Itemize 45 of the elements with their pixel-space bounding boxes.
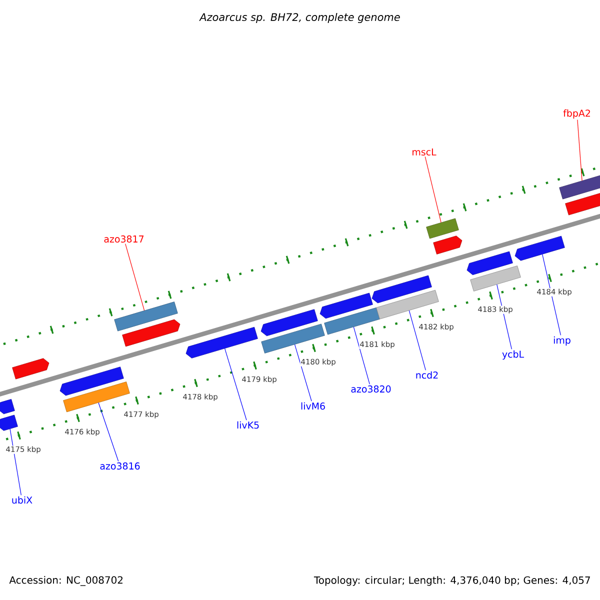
gene-box xyxy=(114,302,178,332)
gene-label: mscL xyxy=(412,148,436,156)
gene-box xyxy=(559,174,600,200)
genome-info-text: Topology: circular; Length: 4,376,040 bp; Genes: 4,057 xyxy=(314,576,590,586)
gene-label: ncd2 xyxy=(416,371,438,379)
gene-label: imp xyxy=(554,336,570,346)
gene-block xyxy=(372,275,432,304)
leader-line xyxy=(224,348,247,420)
accession-text: Accession: NC_008702 xyxy=(9,576,122,586)
gene-box xyxy=(376,290,439,320)
gene-block xyxy=(260,309,318,336)
gene-block xyxy=(0,414,18,431)
gene-block xyxy=(122,319,180,347)
gene-label: fbpA2 xyxy=(563,109,590,119)
leader-line xyxy=(542,254,561,336)
leader-line xyxy=(294,344,312,402)
leader-line xyxy=(98,402,119,462)
gene-label: livM6 xyxy=(301,402,325,410)
leader-line xyxy=(424,156,442,223)
gene-block xyxy=(320,292,373,319)
gene-block xyxy=(565,192,600,216)
gene-box xyxy=(63,382,130,412)
gene-label: azo3817 xyxy=(104,235,144,243)
gene-label: livK5 xyxy=(237,421,259,429)
leader-line xyxy=(125,243,145,311)
gene-box xyxy=(261,324,325,354)
gene-box xyxy=(324,307,380,335)
gene-label: ubiX xyxy=(12,496,32,504)
leader-line xyxy=(496,284,512,350)
gene-label: azo3820 xyxy=(351,385,391,393)
leader-line xyxy=(408,310,426,370)
leader-line xyxy=(577,119,582,181)
gene-box xyxy=(470,266,521,292)
gene-block xyxy=(60,366,124,396)
leader-line xyxy=(353,326,370,385)
gene-block xyxy=(186,326,258,358)
gene-block xyxy=(466,251,513,276)
gene-label: ycbL xyxy=(502,350,524,360)
gene-block xyxy=(433,236,462,254)
title: Azoarcus sp. BH72, complete genome xyxy=(199,12,400,24)
gene-box xyxy=(426,218,459,239)
gene-block xyxy=(0,399,15,414)
gene-block xyxy=(12,358,50,380)
gene-label: azo3816 xyxy=(100,462,140,470)
gene-block xyxy=(514,236,565,261)
